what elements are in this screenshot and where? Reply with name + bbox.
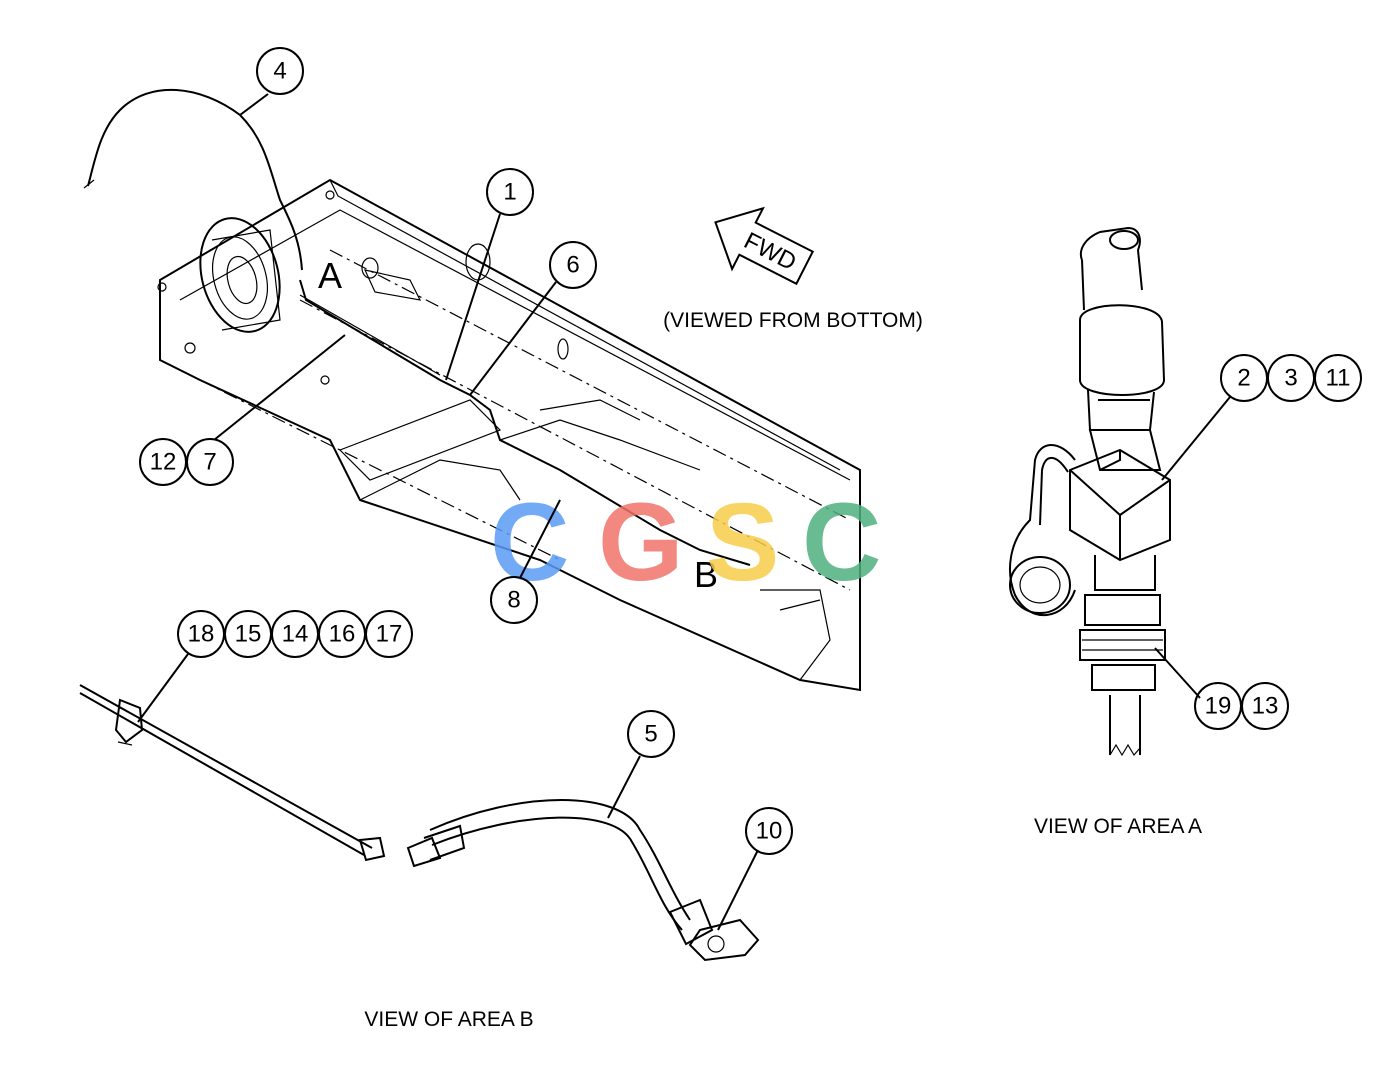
watermark-letter-g: G <box>598 481 684 604</box>
callout-15: 15 <box>224 610 272 658</box>
svg-text:1: 1 <box>503 179 516 206</box>
callout-17: 17 <box>365 610 413 658</box>
watermark-letter-s: S <box>706 481 779 604</box>
leader-lines <box>137 93 1231 931</box>
svg-text:4: 4 <box>273 58 286 85</box>
watermark-letter-c1: C <box>490 481 569 604</box>
callout-16: 16 <box>318 610 366 658</box>
svg-text:18: 18 <box>188 621 215 648</box>
callout-12: 12 <box>139 438 187 486</box>
callout-10: 10 <box>745 807 793 855</box>
callout-5: 5 <box>627 710 675 758</box>
svg-text:8: 8 <box>507 587 520 614</box>
view-area-a-caption: VIEW OF AREA A <box>1034 815 1202 838</box>
callout-balloons: 4 1 6 12 7 8 2 3 11 19 13 18 15 14 16 17… <box>139 47 1362 855</box>
callout-13: 13 <box>1241 682 1289 730</box>
callout-14: 14 <box>271 610 319 658</box>
svg-text:17: 17 <box>376 621 403 648</box>
svg-text:15: 15 <box>235 621 262 648</box>
svg-text:12: 12 <box>150 449 177 476</box>
svg-text:2: 2 <box>1237 365 1250 392</box>
main-frame-assembly <box>83 89 861 692</box>
svg-text:13: 13 <box>1252 693 1279 720</box>
viewed-from-caption: (VIEWED FROM BOTTOM) <box>663 309 923 332</box>
callout-7: 7 <box>186 438 234 486</box>
view-area-b-caption: VIEW OF AREA B <box>364 1008 533 1031</box>
callout-11: 11 <box>1314 354 1362 402</box>
callout-8: 8 <box>490 576 538 624</box>
svg-text:14: 14 <box>282 621 309 648</box>
area-a-fitting-detail <box>1009 226 1171 757</box>
svg-text:3: 3 <box>1284 365 1297 392</box>
svg-text:19: 19 <box>1205 693 1232 720</box>
fwd-label: FWD <box>740 227 801 276</box>
callout-19: 19 <box>1194 682 1242 730</box>
watermark-letter-c2: C <box>802 481 881 604</box>
svg-text:6: 6 <box>566 252 579 279</box>
forward-arrow-icon: FWD <box>714 206 815 286</box>
area-a-label: A <box>318 255 342 296</box>
svg-text:7: 7 <box>203 449 216 476</box>
area-b-tube-detail <box>79 684 760 962</box>
svg-text:11: 11 <box>1326 365 1351 392</box>
svg-text:5: 5 <box>644 721 657 748</box>
callout-4: 4 <box>256 47 304 95</box>
callout-6: 6 <box>549 241 597 289</box>
callout-18: 18 <box>177 610 225 658</box>
svg-text:10: 10 <box>756 818 783 845</box>
area-b-label: B <box>694 554 718 595</box>
svg-text:16: 16 <box>329 621 356 648</box>
callout-1: 1 <box>486 168 534 216</box>
callout-2: 2 <box>1220 354 1268 402</box>
callout-3: 3 <box>1267 354 1315 402</box>
